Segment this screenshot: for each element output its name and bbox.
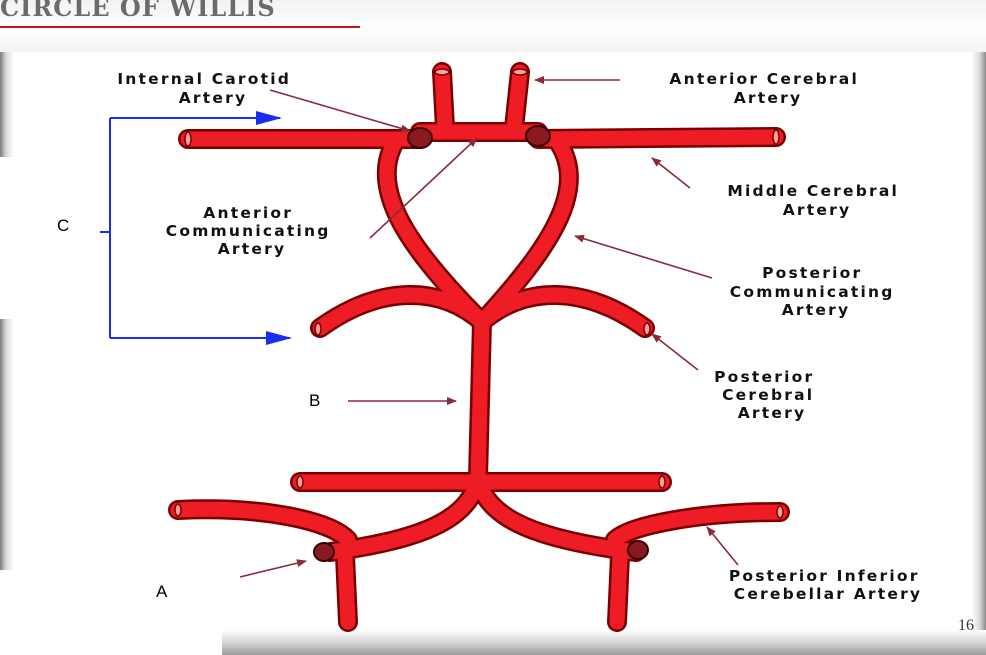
vessel-end-cap <box>184 131 192 147</box>
label-internal-carotid: Internal Carotid Artery <box>117 70 298 107</box>
leader-a <box>239 559 307 578</box>
answer-letter-a: A <box>156 582 168 601</box>
vertebral-stem-right <box>609 548 628 630</box>
posterior-communicating-artery-right <box>474 134 577 330</box>
leader-pica <box>706 526 739 566</box>
posterior-communicating-artery-left <box>379 134 490 330</box>
bracket-c <box>100 111 292 345</box>
page-number: 16 <box>958 617 974 634</box>
pica-left <box>170 501 356 548</box>
answer-letter-b: B <box>309 391 320 410</box>
vertebral-node-right <box>627 540 649 560</box>
leader-middle-cerebral <box>651 157 691 189</box>
vessel-end-cap <box>772 129 780 145</box>
vertebral-artery-right <box>470 470 644 560</box>
vessel-end-cap <box>314 322 322 336</box>
labels: Internal Carotid Artery Anterior Cerebra… <box>117 70 927 603</box>
title-underline <box>0 26 360 28</box>
slide-title: CIRCLE OF WILLIS <box>0 0 276 22</box>
basilar-artery <box>470 314 490 486</box>
pica-right <box>607 504 788 548</box>
leader-anterior-communicating <box>369 137 478 239</box>
vessel-end-cap <box>643 322 651 336</box>
artery-network <box>168 62 790 632</box>
leader-internal-carotid <box>269 89 411 133</box>
answer-box-c <box>0 157 100 319</box>
vessel-end-cap <box>658 475 666 489</box>
leader-posterior-cerebral <box>651 333 699 371</box>
internal-carotid-node-left <box>407 127 433 149</box>
middle-cerebral-artery-right <box>530 129 784 147</box>
vessel-end-cap <box>296 475 304 489</box>
anterior-cerebral-artery-left <box>434 64 453 136</box>
anterior-cerebral-artery-right <box>506 64 528 136</box>
answer-box-a <box>0 570 222 655</box>
label-middle-cerebral: Middle Cerebral Artery <box>727 182 906 219</box>
vertebral-stem-left <box>337 548 356 630</box>
leader-posterior-communicating <box>574 234 713 279</box>
vessel-end-cap <box>776 505 784 519</box>
label-posterior-cerebral: Posterior Cerebral Artery <box>714 368 822 422</box>
vessel-end-cap <box>512 68 528 76</box>
label-posterior-inferior-cerebellar: Posterior Inferior Cerebellar Artery <box>729 567 927 603</box>
vessel-end-cap <box>174 503 182 517</box>
vertebral-node-left <box>313 542 335 562</box>
label-anterior-cerebral: Anterior Cerebral Artery <box>669 70 866 107</box>
leader-arrows <box>239 76 739 578</box>
label-posterior-communicating: Posterior Communicating Artery <box>730 264 902 319</box>
internal-carotid-node-right <box>525 125 551 147</box>
posterior-cerebral-artery-left <box>312 287 490 336</box>
answer-letter-c: C <box>57 216 69 235</box>
posterior-cerebral-artery-right <box>474 287 653 336</box>
label-anterior-communicating: Anterior Communicating Artery <box>166 204 338 258</box>
vertebral-artery-left <box>322 470 486 560</box>
vessel-end-cap <box>434 68 450 76</box>
